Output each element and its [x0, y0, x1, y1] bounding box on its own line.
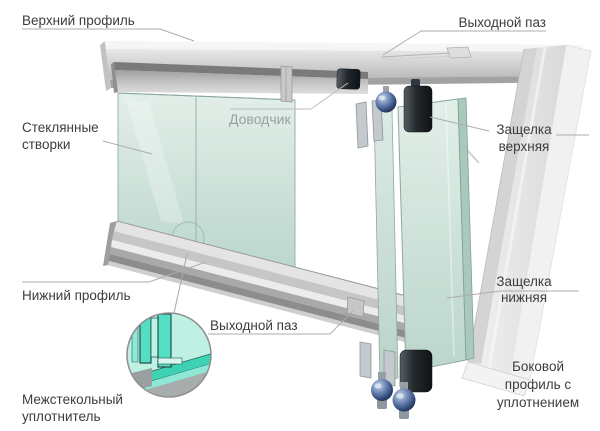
label-side-profile-line2: профиль с: [504, 377, 572, 392]
label-latch-bottom-line2: нижняя: [500, 290, 548, 305]
leader-latch-bottom: [446, 290, 579, 299]
label-exit-groove-bottom: Выходной паз: [210, 318, 298, 333]
label-glass-leaves-line2: створки: [22, 137, 71, 152]
leader-latch-top: [429, 116, 490, 132]
leader-closer: [230, 82, 349, 110]
label-latch-top-line2: верхняя: [498, 139, 550, 154]
closer-device-shape: [336, 68, 361, 90]
label-interglass-seal: Межстекольный уплотнитель: [22, 391, 123, 425]
label-glass-leaves-line1: Стеклянные: [22, 120, 99, 135]
leader-exit-groove-top: [382, 30, 546, 56]
exit-groove-top-shape: [446, 46, 472, 59]
track-profile-shape: [111, 62, 368, 94]
label-bottom-profile: Нижний профиль: [22, 288, 131, 303]
leader-glass-leaves: [102, 140, 153, 155]
label-interglass-seal-line1: Межстекольный: [22, 392, 123, 407]
label-side-profile: Боковой профиль с уплотнением: [484, 358, 592, 412]
latch-top-shape: [355, 79, 433, 149]
label-side-profile-line1: Боковой: [511, 359, 564, 374]
knob-top-shape: [375, 91, 397, 113]
label-side-profile-line3: уплотнением: [496, 395, 580, 410]
open-leaf-shape: [373, 97, 480, 382]
side-profile-shape: [461, 44, 592, 397]
label-glass-leaves: Стеклянные створки: [22, 119, 99, 153]
latch-bottom-shape: [359, 341, 433, 419]
glass-leaves-shape: [117, 65, 296, 274]
exit-groove-bottom-shape: [346, 296, 365, 318]
leader-bottom-profile: [22, 261, 207, 283]
label-top-profile: Верхний профиль: [22, 13, 135, 28]
label-latch-bottom: Защелка нижняя: [490, 274, 558, 306]
label-closer: Доводчик: [229, 111, 291, 127]
leader-lines: [22, 28, 589, 335]
label-latch-top: Защелка верхняя: [490, 121, 558, 155]
label-latch-bottom-line1: Защелка: [496, 274, 552, 289]
label-interglass-seal-line2: уплотнитель: [22, 409, 101, 424]
knob-bottom-1-shape: [371, 379, 393, 401]
knob-bottom-2-shape: [392, 388, 416, 412]
label-latch-top-line1: Защелка: [496, 122, 552, 137]
leader-top-profile: [22, 28, 195, 42]
label-exit-groove-top: Выходной паз: [458, 15, 546, 30]
leader-exit-groove-bottom: [208, 310, 354, 335]
